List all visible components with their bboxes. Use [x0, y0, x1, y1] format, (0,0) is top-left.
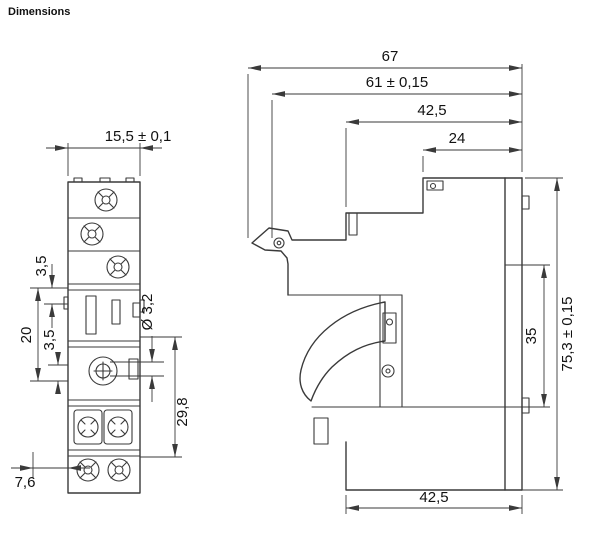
dim-label-hole-dia: Ø 3,2: [139, 294, 156, 331]
column-window-pin: [385, 318, 394, 326]
side-center-column: [379, 294, 403, 408]
dim-label-pitch-top: 3,5: [33, 256, 50, 277]
release-claw: [299, 301, 386, 402]
dim-ext-top: [247, 64, 523, 238]
dim-label-depth-total: 67: [382, 48, 399, 65]
screw-terminal-3: [106, 255, 130, 279]
dim-label-depth-tol: 61 ± 0,15: [366, 74, 428, 91]
latch-pivot-center: [276, 240, 282, 246]
front-slot-1: [85, 295, 97, 335]
terminal-block-right: [103, 409, 133, 445]
terminal-block-left: [73, 409, 103, 445]
front-top-tabs: [73, 177, 135, 183]
side-step-detail: [348, 212, 358, 236]
latch-pivot: [273, 237, 285, 249]
dim-label-depth-top: 24: [449, 130, 466, 147]
dim-ext-right: [522, 177, 563, 491]
dim-label-offset-bottom: 7,6: [15, 474, 36, 491]
side-top-detail-pin: [429, 182, 437, 190]
dim-label-pitch-bottom: 3,5: [41, 330, 58, 351]
dim-ext-hole: [110, 361, 164, 377]
screw-terminal-1: [94, 188, 118, 212]
claw-pivot: [381, 364, 395, 378]
screw-terminal-2: [80, 222, 104, 246]
dim-ext-298: [140, 336, 182, 458]
front-section-dividers: [67, 217, 141, 457]
din-clip-lower: [521, 397, 530, 414]
dim-label-width: 15,5 ± 0,1: [105, 128, 172, 145]
din-clip-upper: [521, 195, 530, 210]
front-body-outline: [67, 181, 141, 494]
dim-label-height-total: 75,3 ± 0,15: [559, 297, 576, 372]
side-back-plate: [504, 177, 523, 491]
side-foot: [345, 441, 523, 491]
dim-label-depth-upper: 42,5: [417, 102, 446, 119]
front-view: 15,5 ± 0,1 3,5 20 3,5 Ø 3,2 29,8: [11, 128, 191, 494]
bottom-screw-right: [107, 458, 131, 482]
front-left-tab: [63, 296, 69, 310]
dim-label-height-inner: 35: [523, 328, 540, 345]
dim-label-span: 20: [18, 327, 35, 344]
dim-label-depth-bottom: 42,5: [419, 489, 448, 506]
front-slot-3: [132, 302, 141, 318]
page-title: Dimensions: [8, 6, 71, 18]
front-slot-4: [128, 358, 139, 380]
column-window: [382, 312, 397, 344]
bottom-screw-left: [76, 458, 100, 482]
side-top-detail: [426, 180, 444, 191]
side-body-outline: [251, 177, 523, 296]
dim-label-height-lower: 29,8: [174, 397, 191, 426]
front-slot-2: [111, 299, 121, 325]
side-view: 67 61 ± 0,15 42,5 24 35 75,3 ± 0,15 42,5: [247, 48, 576, 514]
dim-ext-left: [30, 287, 68, 382]
front-knob-hole: [88, 356, 118, 386]
side-lower-tab: [313, 417, 329, 445]
claw-pivot-center: [385, 368, 391, 374]
